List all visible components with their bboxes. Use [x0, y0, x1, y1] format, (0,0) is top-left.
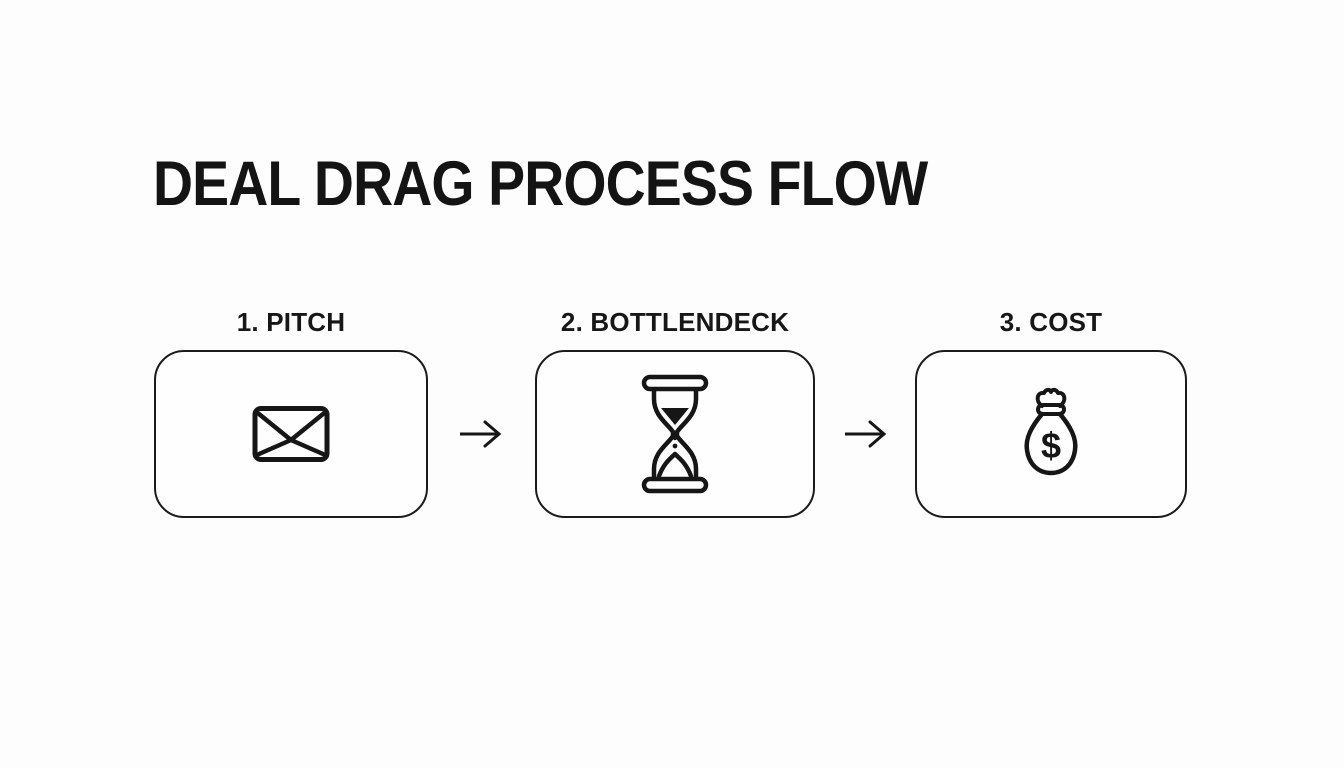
step-3-box: $	[915, 350, 1187, 518]
step-1-label: 1. PITCH	[236, 307, 346, 337]
dollar-sign: $	[1041, 425, 1061, 466]
step-2-label: 2. BOTTLENDECK	[560, 307, 790, 337]
envelope-icon	[252, 406, 330, 462]
page-title: DEAL DRAG PROCESS FLOW	[153, 149, 928, 219]
arrow-right-icon	[843, 416, 889, 452]
arrow-right-icon	[458, 416, 504, 452]
step-1-box	[154, 350, 428, 518]
money-bag-icon: $	[1024, 387, 1078, 476]
step-2-box	[535, 350, 815, 518]
hourglass-icon	[641, 374, 709, 494]
step-3-label: 3. COST	[999, 307, 1103, 337]
